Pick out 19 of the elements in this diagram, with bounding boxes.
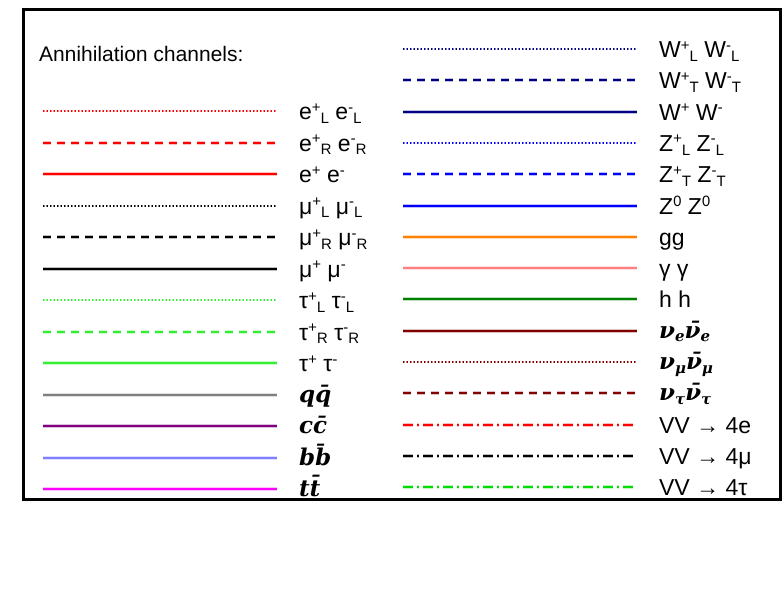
legend-label: γ γ bbox=[659, 255, 688, 282]
legend-label: h h bbox=[659, 286, 691, 312]
legend-label: Z$^{0}$ Z$^{0}$ bbox=[659, 192, 710, 218]
legend-label: W$^{+}$ W$^{-}$ bbox=[659, 98, 723, 125]
legend-label: ν$_{τ}$ν̄$_{τ}$ bbox=[659, 380, 712, 406]
legend-label: VV → 4μ bbox=[659, 442, 752, 469]
legend-label: τ$^{+}$ τ$^{-}$ bbox=[299, 350, 338, 376]
legend-label: ν$_{e}$ν̄$_{e}$ bbox=[659, 318, 710, 344]
legend-label: qq̄ bbox=[299, 382, 332, 408]
legend-label: VV → 4τ bbox=[659, 474, 748, 500]
legend-label: e$^{+}$ e$^{-}$ bbox=[299, 161, 345, 187]
legend-label: bb̄ bbox=[299, 444, 332, 470]
legend-label: ν$_{μ}$ν̄$_{μ}$ bbox=[659, 349, 713, 375]
legend-label: cc̄ bbox=[299, 413, 328, 439]
legend-label: gg bbox=[659, 224, 685, 250]
legend-label: tt̄ bbox=[299, 476, 320, 502]
legend-label: VV → 4e bbox=[659, 412, 752, 438]
legend-title: Annihilation channels: bbox=[39, 42, 244, 68]
legend-label: μ$^{+}$ μ$^{-}$ bbox=[299, 256, 346, 282]
